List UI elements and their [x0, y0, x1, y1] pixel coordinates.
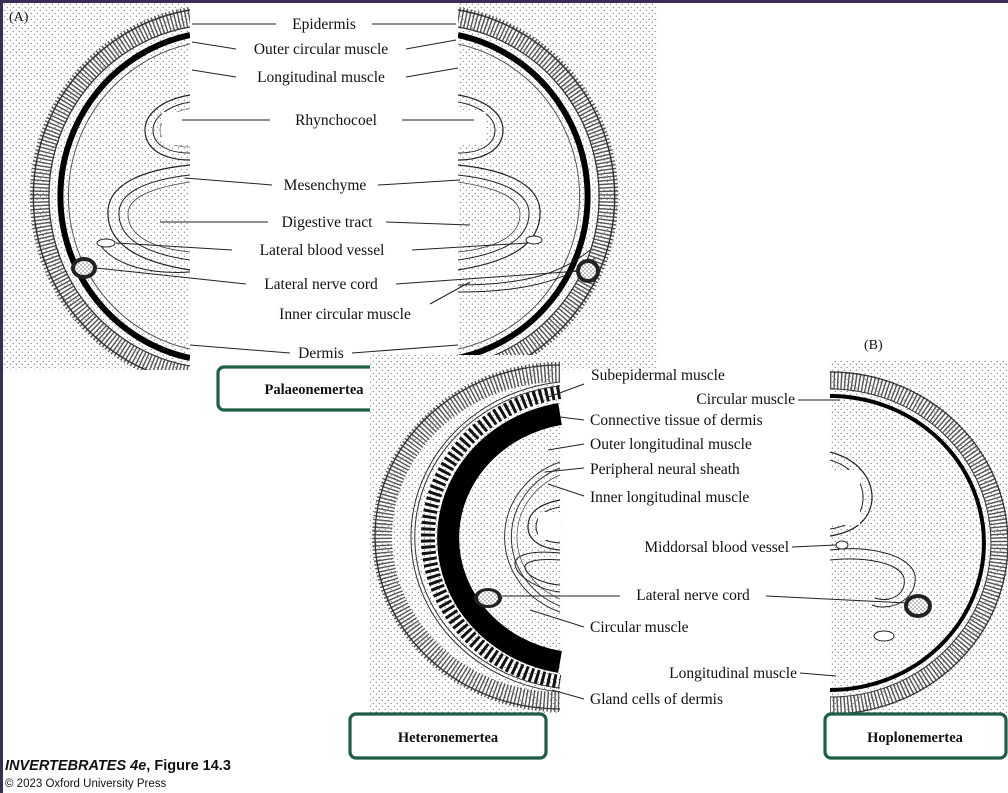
palaeonemertea-title: Palaeonemertea: [264, 382, 364, 398]
label-outer-longitudinal-muscle: Outer longitudinal muscle: [590, 436, 752, 453]
label-peripheral-neural-sheath: Peripheral neural sheath: [590, 461, 740, 478]
label-lateral-blood-vessel: Lateral blood vessel: [260, 242, 385, 259]
label-mesenchyme: Mesenchyme: [284, 177, 367, 194]
label-rhynchocoel: Rhynchocoel: [295, 112, 377, 129]
label-longitudinal-muscle: Longitudinal muscle: [257, 69, 385, 86]
label-hetero-circular-muscle: Circular muscle: [590, 619, 689, 636]
label-epidermis: Epidermis: [292, 16, 356, 33]
palaeonemertea-left-section: [3, 3, 193, 383]
label-hoplo-circular-muscle: Circular muscle: [696, 391, 795, 408]
label-inner-circular-muscle: Inner circular muscle: [279, 306, 411, 323]
credit-figure: , Figure 14.3: [146, 758, 231, 774]
label-gland-cells-of-dermis: Gland cells of dermis: [590, 691, 723, 708]
label-lateral-nerve-cord: Lateral nerve cord: [264, 276, 378, 293]
label-middorsal-blood-vessel: Middorsal blood vessel: [644, 539, 789, 556]
heteronemertea-title: Heteronemertea: [398, 730, 499, 746]
label-dermis: Dermis: [298, 345, 344, 362]
credit-line: INVERTEBRATES 4e, Figure 14.3: [5, 758, 231, 774]
panel-b-id: (B): [864, 338, 883, 353]
label-subepidermal-muscle: Subepidermal muscle: [591, 367, 725, 384]
panel-a-id: (A): [9, 10, 29, 25]
label-digestive-tract: Digestive tract: [282, 214, 374, 231]
palaeonemertea-right-section: [458, 3, 658, 383]
credit-copyright: © 2023 Oxford University Press: [5, 778, 166, 790]
heteronemertea-section: [370, 355, 562, 715]
credit-book: INVERTEBRATES 4e: [5, 758, 146, 774]
label-outer-circular-muscle: Outer circular muscle: [254, 41, 388, 58]
label-inner-longitudinal-muscle: Inner longitudinal muscle: [590, 489, 749, 506]
heteronemertea-box: Heteronemertea: [350, 714, 546, 758]
hoplonemertea-section: [830, 360, 1008, 720]
label-shared-lateral-nerve-cord: Lateral nerve cord: [636, 587, 750, 604]
hoplonemertea-box: Hoplonemertea: [825, 714, 1006, 758]
label-hoplo-longitudinal-muscle: Longitudinal muscle: [669, 665, 797, 682]
hoplonemertea-title: Hoplonemertea: [867, 730, 964, 746]
label-connective-tissue-of-dermis: Connective tissue of dermis: [590, 412, 763, 429]
